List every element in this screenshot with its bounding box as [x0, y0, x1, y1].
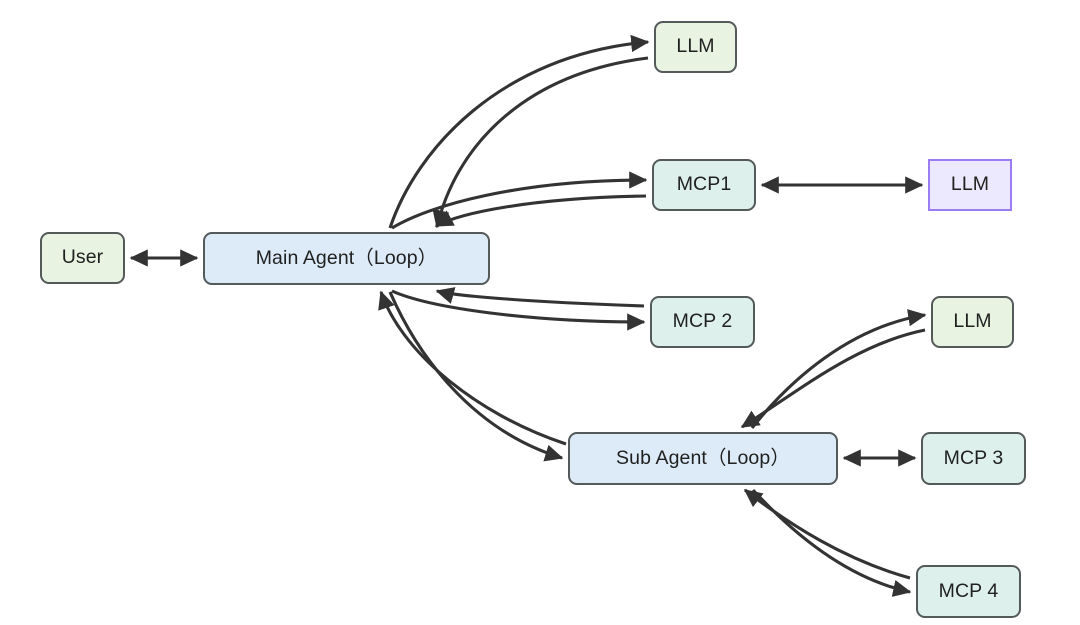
node-llm-bottom[interactable]: LLM — [931, 296, 1014, 348]
node-mcp3[interactable]: MCP 3 — [921, 432, 1026, 485]
node-llm-bottom-label: LLM — [953, 310, 992, 333]
edge-sub-agent-mcp4 — [743, 488, 912, 597]
edge-main-agent-llm-top — [388, 34, 650, 229]
node-sub-agent[interactable]: Sub Agent（Loop） — [568, 432, 838, 485]
edge-sub-agent-llm-bottom — [740, 309, 927, 429]
node-mcp1-label: MCP1 — [676, 173, 732, 196]
node-mcp4-label: MCP 4 — [938, 579, 999, 602]
edge-main-agent-mcp1 — [391, 171, 648, 230]
edge-main-agent-sub-agent — [378, 290, 567, 462]
node-sub-agent-label: Sub Agent（Loop） — [616, 446, 790, 469]
node-llm-purple-label: LLM — [950, 173, 990, 196]
node-mcp4[interactable]: MCP 4 — [916, 565, 1021, 618]
node-mcp2[interactable]: MCP 2 — [650, 296, 755, 348]
node-llm-top[interactable]: LLM — [654, 21, 737, 73]
node-mcp1[interactable]: MCP1 — [652, 159, 756, 211]
node-mcp3-label: MCP 3 — [943, 446, 1004, 469]
node-main-agent[interactable]: Main Agent（Loop） — [203, 232, 490, 285]
node-llm-top-label: LLM — [676, 35, 715, 58]
node-user[interactable]: User — [40, 232, 125, 284]
node-user-label: User — [61, 246, 104, 269]
node-llm-purple[interactable]: LLM — [928, 159, 1012, 211]
node-mcp2-label: MCP 2 — [672, 310, 733, 333]
edge-main-agent-mcp2 — [391, 287, 646, 331]
node-main-agent-label: Main Agent（Loop） — [255, 246, 438, 269]
